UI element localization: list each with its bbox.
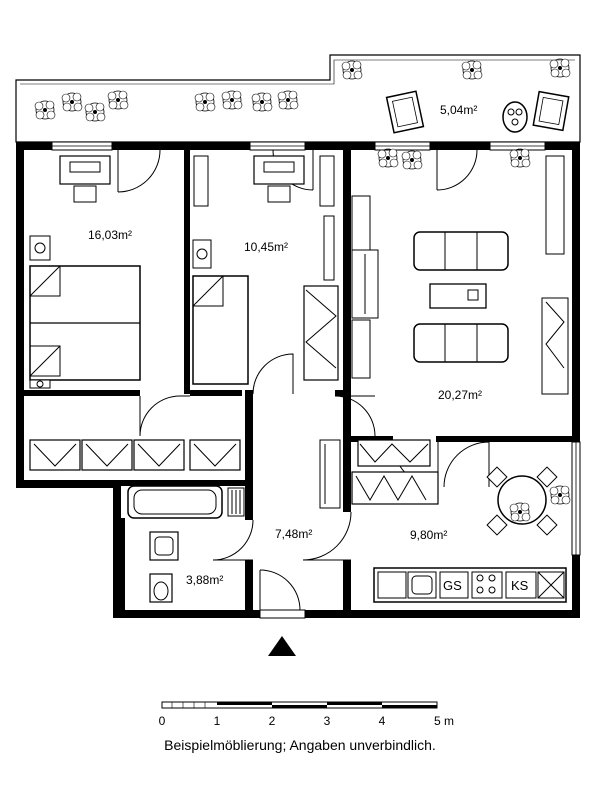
shelf bbox=[351, 155, 569, 395]
entrance-arrow-icon bbox=[268, 636, 296, 656]
kitchen-cabinet bbox=[351, 471, 439, 505]
dining-table bbox=[486, 466, 558, 536]
balcony-area-label: 5,04m² bbox=[440, 103, 478, 117]
bedroom-area-label: 16,03m² bbox=[88, 228, 133, 242]
sink bbox=[149, 531, 179, 561]
bed bbox=[192, 239, 249, 385]
wardrobe bbox=[29, 439, 241, 471]
desk bbox=[253, 155, 305, 203]
balcony bbox=[15, 54, 581, 143]
window bbox=[51, 141, 581, 619]
nightstand bbox=[29, 235, 51, 389]
kitchen-counter bbox=[373, 567, 567, 603]
scale-tick: 4 bbox=[378, 714, 386, 728]
caption: Beispielmöblierung; Angaben unverbindlic… bbox=[164, 737, 436, 753]
scale-tick: 1 bbox=[213, 714, 221, 728]
balcony-chair bbox=[532, 90, 570, 132]
stove-label: GS bbox=[443, 578, 462, 593]
scale-tick: 2 bbox=[268, 714, 276, 728]
scale-tick: 0 bbox=[158, 714, 166, 728]
scale-tick: 3 bbox=[323, 714, 331, 728]
towel-rack bbox=[227, 487, 245, 517]
balcony-table bbox=[502, 101, 528, 133]
bookshelf bbox=[193, 155, 335, 281]
bath-area-label: 3,88m² bbox=[186, 573, 224, 587]
fridge-label: KS bbox=[511, 578, 529, 593]
bathtub bbox=[127, 485, 223, 519]
wardrobe bbox=[357, 439, 431, 467]
toilet bbox=[149, 573, 173, 603]
scale-bar bbox=[161, 701, 438, 709]
scale-tick: 5 m bbox=[433, 714, 455, 728]
room2-area-label: 10,45m² bbox=[244, 240, 289, 254]
sofa bbox=[413, 231, 509, 271]
desk bbox=[59, 155, 111, 203]
hall-area-label: 7,48m² bbox=[275, 527, 313, 541]
sofa bbox=[413, 323, 509, 363]
kitchen-area-label: 9,80m² bbox=[410, 528, 448, 542]
bed bbox=[29, 265, 141, 381]
wardrobe bbox=[303, 285, 339, 381]
balcony-chair bbox=[385, 90, 425, 134]
coffee-table bbox=[429, 283, 487, 309]
walls bbox=[16, 142, 580, 618]
hall-cabinet bbox=[319, 439, 341, 509]
living-area-label: 20,27m² bbox=[438, 388, 483, 402]
